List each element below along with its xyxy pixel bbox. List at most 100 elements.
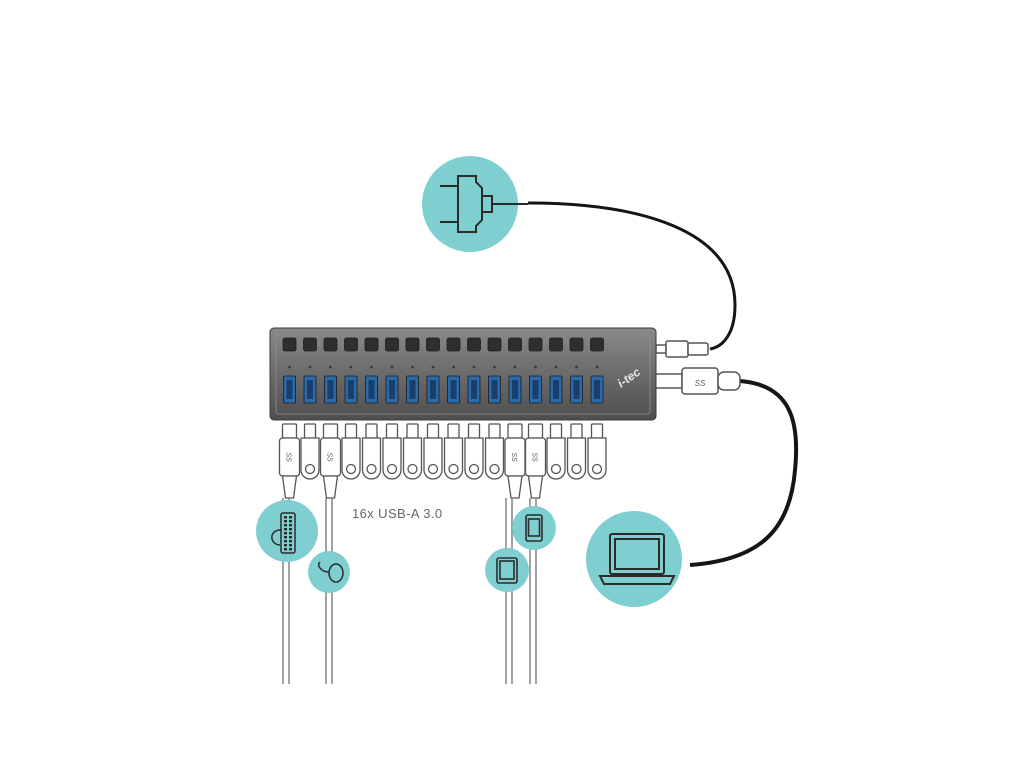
port-power-switch: [385, 337, 399, 352]
tablet-icon: [496, 557, 518, 584]
keyboard-circle: [256, 500, 318, 562]
ports-count-label: 16x USB-A 3.0: [352, 506, 443, 521]
usb-flash-drive: [341, 423, 361, 480]
port-led: [472, 365, 476, 369]
laptop-circle: [586, 511, 682, 607]
port-power-switch: [405, 337, 420, 352]
keyboard-key: [284, 528, 287, 531]
keyboard-key: [289, 532, 292, 535]
phone-circle: [512, 506, 556, 550]
usb-a-port-tongue: [368, 380, 375, 399]
port-power-switch: [508, 337, 522, 352]
usb-a-port-tongue: [286, 380, 293, 399]
power-cable: [527, 201, 737, 351]
usb-plug-tablet: SS: [504, 423, 526, 499]
port-led: [329, 365, 332, 369]
port-power-switch: [549, 337, 563, 352]
keyboard-icon: [271, 512, 296, 554]
usb-flash-drive: [443, 423, 464, 480]
usb-a-port-tongue: [450, 380, 457, 399]
power-plug-circle: [422, 156, 528, 252]
port-led: [554, 365, 558, 369]
port-led: [349, 365, 353, 369]
keyboard-key: [284, 520, 287, 523]
keyboard-key: [284, 540, 287, 543]
usb-a-port-tongue: [389, 380, 395, 399]
device-cables: [282, 498, 537, 684]
usb-a-port-tongue: [553, 380, 559, 399]
keyboard-key: [284, 524, 287, 527]
laptop-cable: [689, 379, 799, 567]
usb-a-port-tongue: [532, 380, 539, 399]
port-power-switch: [487, 337, 502, 352]
usb-flash-drive: [423, 423, 443, 480]
port-power-switch: [303, 337, 317, 352]
port-power-switch: [446, 337, 461, 352]
usb-ss-mark: SS: [531, 452, 538, 462]
usb-ss-mark: SS: [326, 452, 333, 462]
port-led: [513, 365, 517, 369]
usb-a-port-tongue: [471, 380, 477, 399]
port-led: [534, 365, 537, 369]
keyboard-key: [289, 528, 292, 531]
port-power-switch: [282, 337, 297, 352]
usb-plug-keyboard: SS: [278, 423, 301, 499]
usb-flash-drive: [300, 423, 320, 480]
usb-a-port-tongue: [327, 380, 334, 399]
port-power-switch: [364, 337, 379, 352]
keyboard-key: [289, 548, 292, 551]
usb-flash-drive: [587, 423, 607, 480]
usb-a-port-tongue: [307, 380, 313, 399]
mouse-icon: [317, 561, 344, 583]
laptop-icon: [598, 533, 676, 585]
power-plug-icon: [440, 175, 528, 233]
tablet-circle: [485, 548, 529, 592]
usb-a-port-tongue: [430, 380, 436, 399]
keyboard-key: [284, 548, 287, 551]
port-led: [288, 365, 291, 369]
usb-flash-drive: [464, 423, 484, 480]
usb-flash-drive: [566, 423, 587, 480]
keyboard-key: [289, 536, 292, 539]
port-power-switch: [467, 337, 481, 352]
usb-ss-mark: SS: [695, 379, 706, 388]
usb-hub-body: i-tec: [269, 327, 657, 421]
keyboard-key: [284, 536, 287, 539]
keyboard-key: [289, 544, 292, 547]
keyboard-key: [289, 540, 292, 543]
keyboard-key: [284, 516, 287, 519]
usb-flash-drive: [382, 423, 402, 480]
keyboard-key: [289, 520, 292, 523]
usb-a-port-tongue: [491, 380, 498, 399]
smartphone-icon: [525, 514, 543, 542]
port-power-switch: [569, 337, 584, 352]
port-led: [493, 365, 496, 369]
port-led: [390, 365, 394, 369]
port-power-switch: [344, 337, 358, 352]
port-power-switch: [323, 337, 338, 352]
dc-power-plug: [655, 340, 709, 358]
port-power-switch: [590, 337, 604, 352]
mouse-circle: [308, 551, 350, 593]
port-power-switch: [528, 337, 543, 352]
port-led: [452, 365, 455, 369]
usb-b-upstream-plug: SS: [653, 367, 741, 395]
port-led: [370, 365, 373, 369]
usb-flash-drive: [361, 423, 382, 480]
usb-flash-drive: [484, 423, 505, 480]
port-power-switch: [426, 337, 440, 352]
keyboard-key: [289, 524, 292, 527]
usb-flash-drive: [546, 423, 566, 480]
keyboard-key: [289, 516, 292, 519]
keyboard-key: [284, 544, 287, 547]
usb-ss-mark: SS: [510, 452, 517, 462]
usb-a-port-tongue: [573, 380, 580, 399]
usb-plug-phone: SS: [524, 423, 547, 499]
usb-a-port-tongue: [409, 380, 416, 399]
usb-plug-mouse: SS: [319, 423, 342, 499]
usb-flash-drive: [402, 423, 423, 480]
port-led: [595, 365, 599, 369]
usb-a-port-tongue: [348, 380, 354, 399]
usb-a-port-tongue: [512, 380, 518, 399]
port-led: [411, 365, 414, 369]
